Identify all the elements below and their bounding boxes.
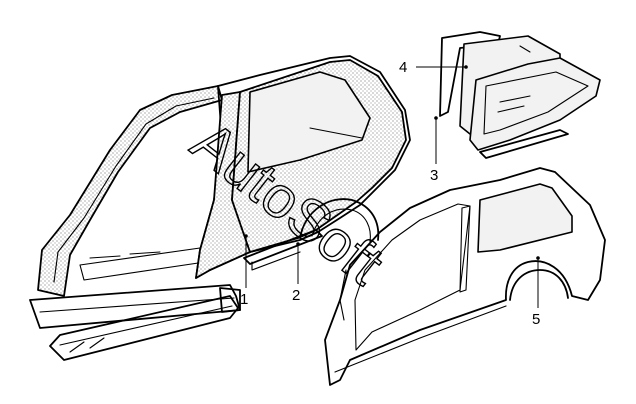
outer-side-panel: [324, 167, 606, 386]
sill-extension: [49, 295, 239, 361]
callout-4: 4: [399, 59, 407, 76]
rear-window-glass-assembly: [439, 31, 601, 159]
outer-sill: [29, 284, 241, 329]
front-door-frame: [37, 85, 223, 297]
callout-1: 1: [240, 291, 248, 308]
callout-5: 5: [532, 311, 540, 328]
callout-3: 3: [430, 167, 438, 184]
sill-reinforcement: [243, 229, 323, 271]
inner-side-panel: [195, 55, 411, 279]
callout-leaders: [244, 65, 540, 308]
callout-2: 2: [292, 287, 300, 304]
